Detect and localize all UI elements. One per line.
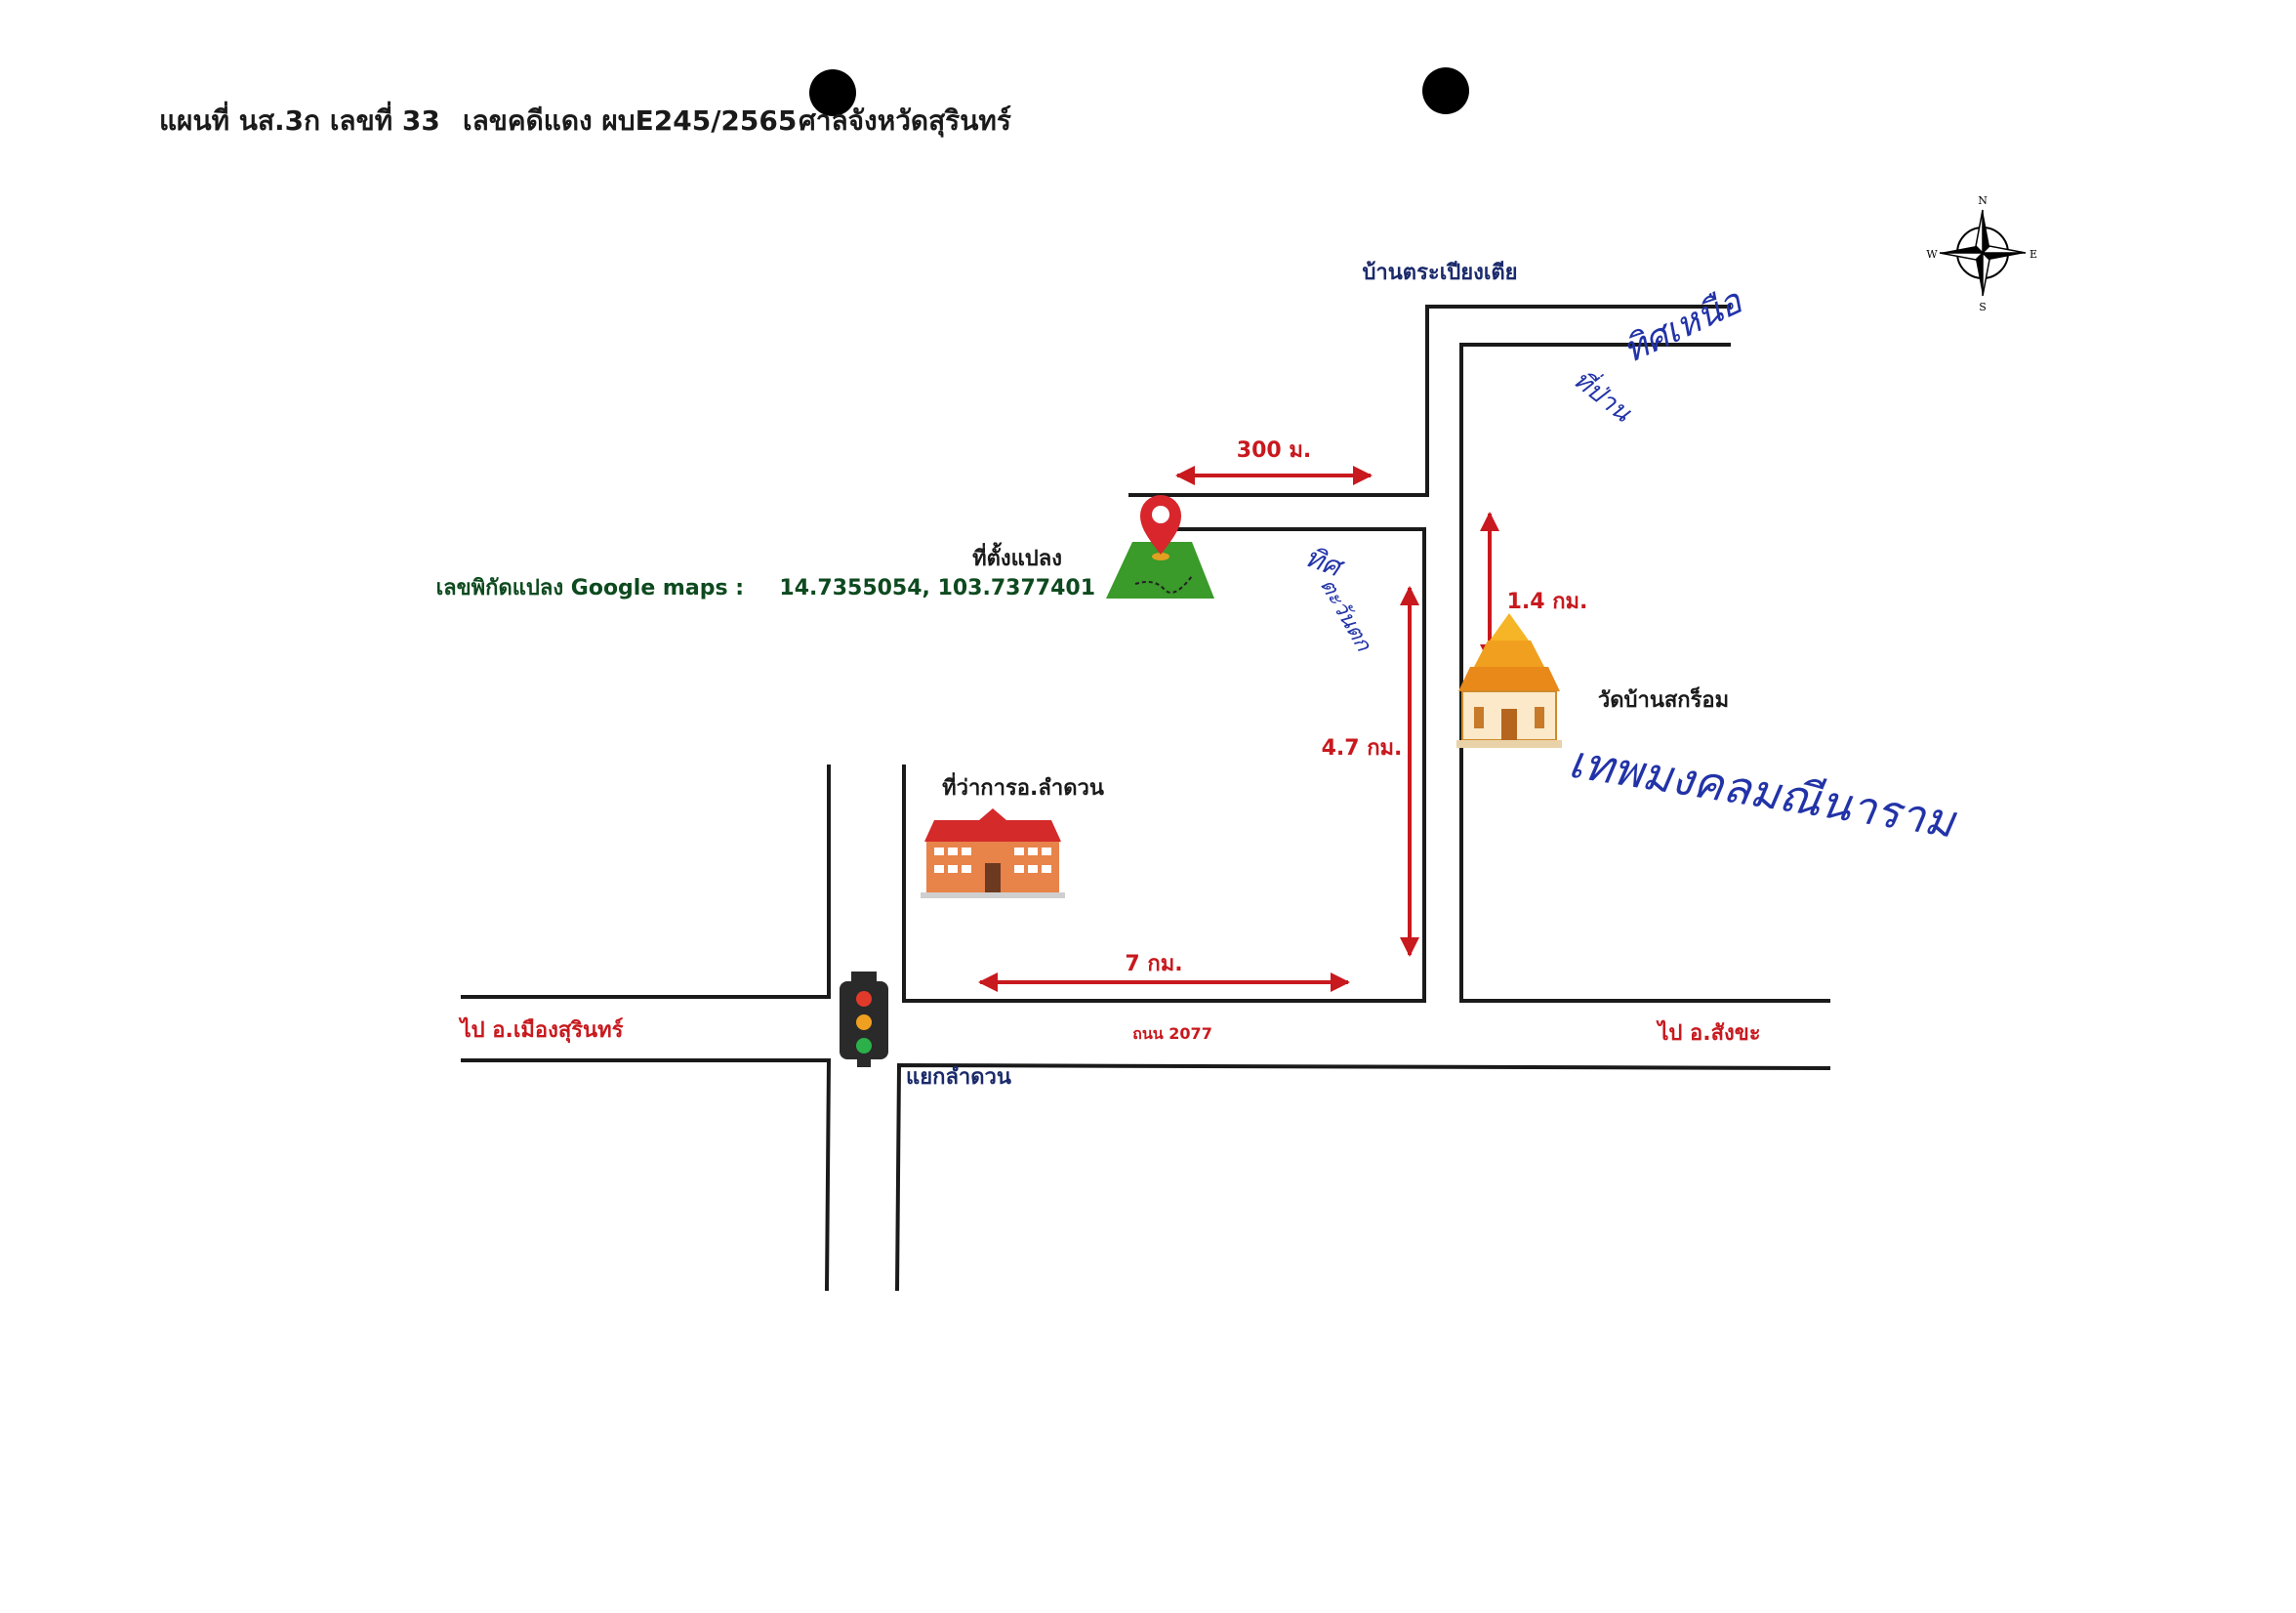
- distance-7km: 7 กม.: [1125, 952, 1182, 976]
- compass-icon: N S E W: [1926, 194, 2037, 313]
- road-main-west-bottom: [461, 1058, 832, 1292]
- compass-s: S: [1979, 301, 1987, 313]
- compass-e: E: [2030, 248, 2037, 261]
- traffic-light-icon: [840, 972, 888, 1067]
- page-title: แผนที่ นส.3ก เลขที่ 33 เลขคดีแดง ผบE245/…: [159, 101, 1011, 138]
- distance-300m: 300 ม.: [1237, 438, 1311, 463]
- compass-n: N: [1978, 194, 1988, 207]
- road-main-west-top: [461, 765, 831, 999]
- road-parcel-edge: [902, 527, 1426, 1003]
- coords-label: เลขพิกัดแปลง Google maps :: [436, 576, 744, 600]
- map-number: แผนที่ นส.3ก เลขที่ 33: [159, 101, 440, 137]
- to-east-label: ไป อ.สังขะ: [1656, 1019, 1760, 1046]
- handwriting-west: ทิศ: [1301, 541, 1349, 585]
- court-name: ศาลจังหวัดสุรินทร์: [799, 104, 1011, 138]
- handwriting-north-side: ที่ป่าน: [1568, 362, 1640, 429]
- handwriting-temple-name: เทพมงคลมณีนาราม: [1565, 735, 1960, 848]
- compass-w: W: [1926, 248, 1938, 261]
- road-main-south: [895, 1062, 1831, 1292]
- district-office-label: ที่ว่าการอ.ลำดวน: [942, 771, 1104, 801]
- case-number: เลขคดีแดง ผบE245/2565: [463, 104, 797, 137]
- road-number-label: ถนน 2077: [1132, 1024, 1212, 1043]
- parcel-label: ที่ตั้งแปลง: [972, 542, 1062, 571]
- punch-hole-left: [809, 69, 856, 116]
- handwritten-notes: ทิศเหนือ ที่ป่าน ทิศ ตะวันตก เทพมงคลมณีน…: [1301, 281, 1961, 848]
- temple-label: วัดบ้านสกร็อม: [1598, 685, 1729, 713]
- distance-4-7km: 4.7 กม.: [1322, 736, 1403, 761]
- handwriting-west-side: ตะวันตก: [1315, 575, 1376, 657]
- coords-value: 14.7355054, 103.7377401: [779, 576, 1095, 600]
- junction-label: แยกลำดวน: [906, 1065, 1011, 1090]
- punch-hole-right: [1422, 67, 1469, 114]
- distance-arrows: [978, 466, 1499, 992]
- road-network: [461, 305, 1831, 1292]
- distance-1-4km: 1.4 กม.: [1507, 590, 1588, 614]
- parcel-pin-icon: [1106, 495, 1214, 599]
- handwriting-north: ทิศเหนือ: [1617, 281, 1748, 371]
- to-west-label: ไป อ.เมืองสุรินทร์: [459, 1016, 624, 1044]
- temple-icon: [1456, 613, 1562, 748]
- road-north-right-edge: [1459, 343, 1830, 1003]
- district-office-icon: [921, 808, 1065, 898]
- road-north-left-edge: [1128, 305, 1731, 497]
- village-label: บ้านตระเปียงเตีย: [1362, 261, 1517, 285]
